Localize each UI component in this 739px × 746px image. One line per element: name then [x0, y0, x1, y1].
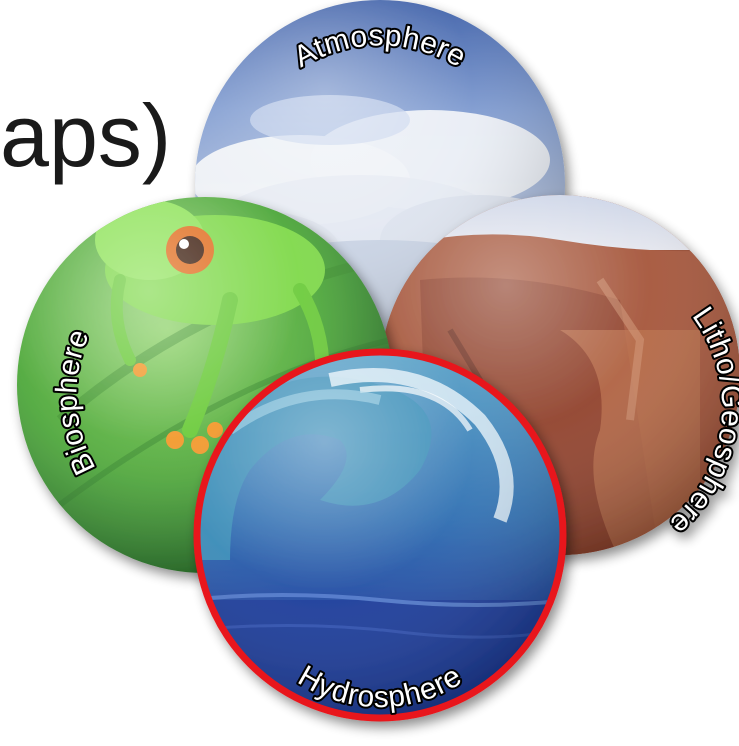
hydrosphere-badge: Hydrosphere: [190, 350, 570, 730]
